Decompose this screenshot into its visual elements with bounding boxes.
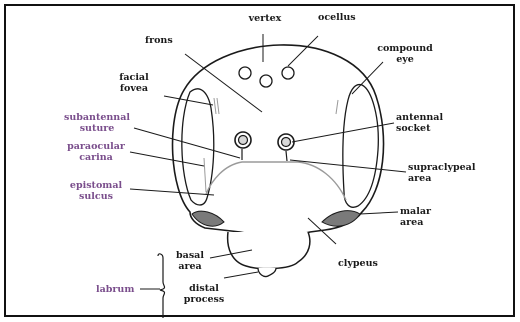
ocellus-middle: [260, 75, 272, 87]
ocellus-right: [282, 67, 294, 79]
antennal-socket-left-inner: [239, 136, 248, 145]
ocellus-left: [239, 67, 251, 79]
label-clypeus: clypeus: [338, 258, 378, 269]
label-malar-area: malar area: [400, 206, 431, 228]
label-compound-eye: compound eye: [374, 43, 436, 65]
label-frons: frons: [145, 35, 173, 46]
label-subantennal-suture: subantennal suture: [60, 112, 134, 134]
label-supraclypeal-area: supraclypeal area: [408, 162, 475, 184]
labrum-bracket: [158, 254, 165, 318]
leader-distal-process: [224, 272, 258, 278]
label-ocellus: ocellus: [318, 12, 356, 23]
label-facial-fovea: facial fovea: [106, 72, 162, 94]
label-distal-process: distal process: [182, 283, 226, 305]
label-labrum: labrum: [96, 284, 134, 295]
distal-process-outline: [258, 268, 276, 277]
leader-malar-area: [360, 212, 398, 214]
label-paraocular-carina: paraocular carina: [60, 141, 132, 163]
label-antennal-socket: antennal socket: [396, 112, 443, 134]
antennal-socket-right-inner: [282, 138, 291, 147]
label-basal-area: basal area: [170, 250, 210, 272]
label-vertex: vertex: [243, 13, 287, 24]
labrum-outline: [228, 232, 310, 269]
label-epistomal-sulcus: epistomal sulcus: [64, 180, 128, 202]
